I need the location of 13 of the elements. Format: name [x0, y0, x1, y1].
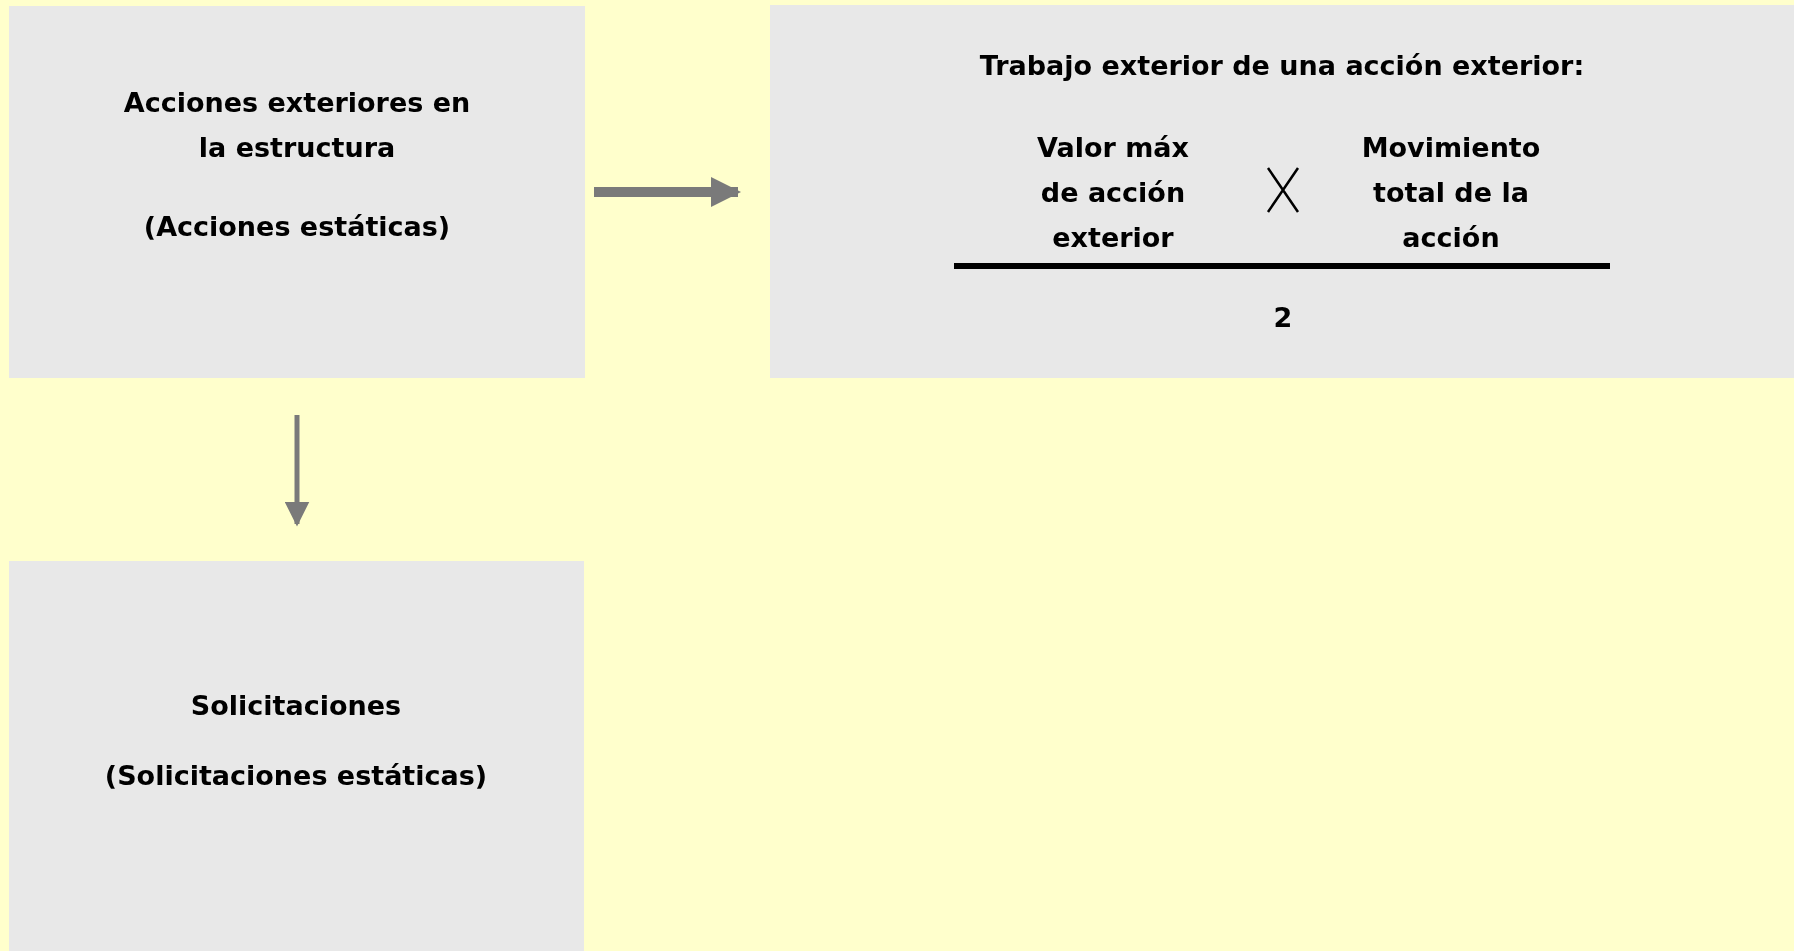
box-text: (Acciones estáticas) [142, 210, 452, 244]
box-heading: Trabajo exterior de una acción exterior: [978, 49, 1586, 83]
arrow [594, 177, 741, 207]
box-text: Valor máx de acción exterior [1036, 131, 1190, 255]
box-text: Movimiento total de la acción [1360, 131, 1542, 255]
process-box [9, 6, 585, 378]
box-text: (Solicitaciones estáticas) [103, 759, 489, 793]
box-heading: Acciones exteriores en la estructura [122, 86, 472, 165]
arrow [284, 415, 310, 527]
box-heading: Solicitaciones [189, 689, 403, 723]
process-box [770, 5, 1794, 378]
box-text: 2 [1272, 301, 1294, 335]
process-box [9, 561, 584, 951]
